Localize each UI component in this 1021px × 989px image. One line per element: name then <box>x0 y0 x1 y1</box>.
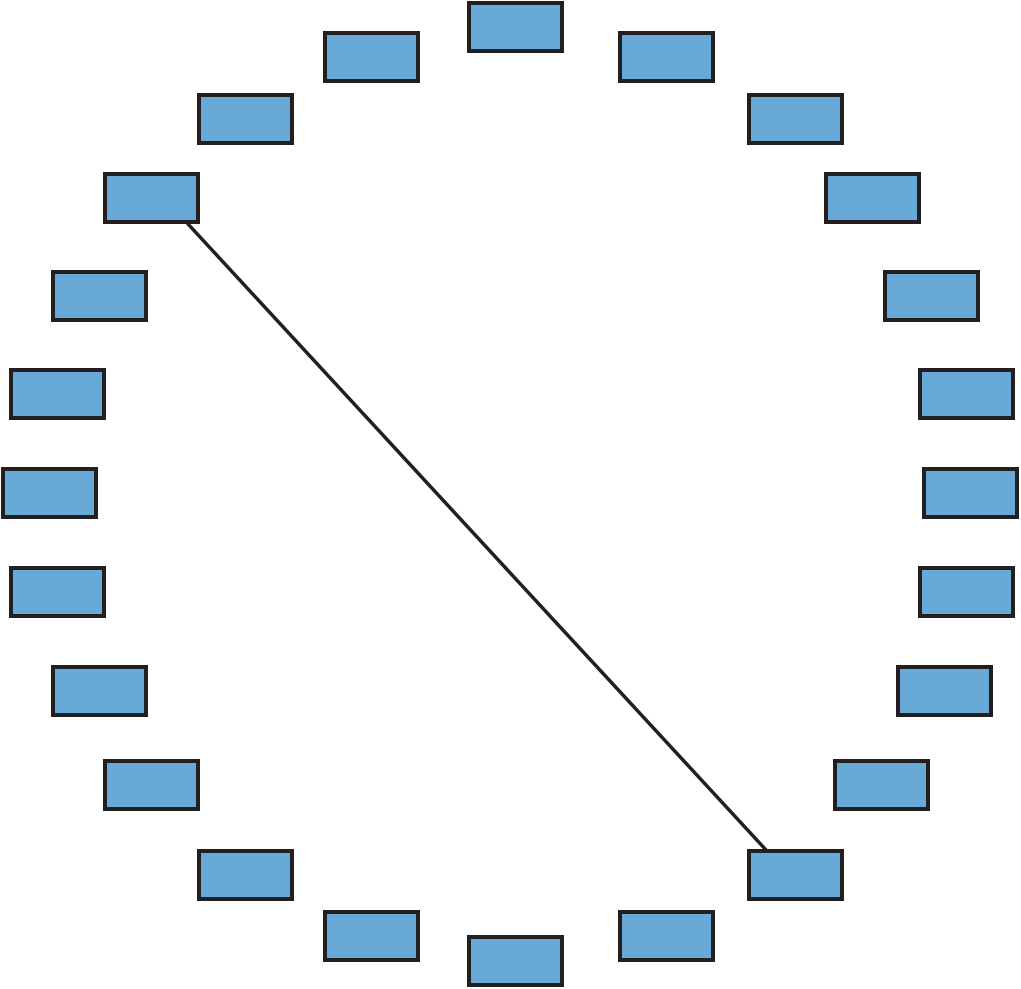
node-box <box>883 270 980 322</box>
node-box <box>1 467 98 519</box>
node-box <box>9 566 106 618</box>
node-box <box>918 566 1015 618</box>
node-box <box>103 172 200 224</box>
node-box <box>833 759 930 811</box>
node-box <box>747 849 844 901</box>
node-box <box>922 467 1019 519</box>
node-box <box>197 93 294 145</box>
connector-edge <box>186 222 769 853</box>
node-box <box>103 759 200 811</box>
node-box <box>918 368 1015 420</box>
node-box <box>9 368 106 420</box>
node-box <box>467 935 564 987</box>
node-box <box>467 1 564 53</box>
node-box <box>51 270 148 322</box>
node-box <box>618 910 715 962</box>
node-box <box>51 665 148 717</box>
node-box <box>323 31 420 83</box>
node-box <box>896 665 993 717</box>
node-box <box>323 910 420 962</box>
node-box <box>618 31 715 83</box>
node-box <box>824 172 921 224</box>
node-box <box>747 93 844 145</box>
node-box <box>197 849 294 901</box>
